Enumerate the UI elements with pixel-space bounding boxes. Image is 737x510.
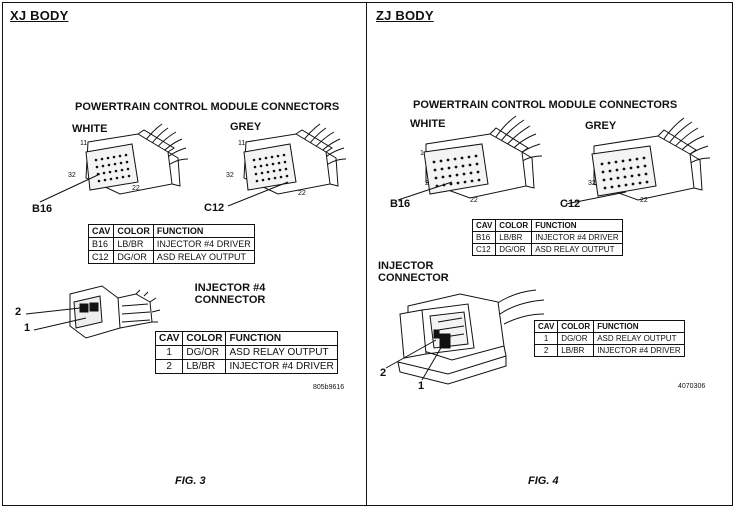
table-cell: DG/OR	[113, 250, 154, 264]
table-row: 1 DG/OR ASD RELAY OUTPUT	[154, 345, 338, 360]
table-cell: DG/OR	[557, 332, 595, 345]
injector-pin-2-xj: 2	[15, 306, 22, 318]
panel-title-zj: ZJ BODY	[376, 8, 434, 23]
grey-small-1-zj: 32	[588, 180, 596, 187]
table-cell: INJECTOR #4 DRIVER	[225, 359, 338, 374]
panel-divider	[366, 2, 367, 506]
table-cell: ASD RELAY OUTPUT	[593, 332, 685, 345]
injector-heading-line2-zj: CONNECTOR	[378, 272, 449, 284]
table-header-cell: COLOR	[182, 331, 227, 346]
white-small-1-xj: 11	[80, 140, 88, 147]
table-header-row: CAV COLOR FUNCTION	[154, 331, 338, 346]
table-header-cell: COLOR	[495, 219, 533, 232]
white-small-2-zj: 2	[425, 180, 429, 187]
pcm-cav-table-xj: CAV COLOR FUNCTION B16 LB/BR INJECTOR #4…	[87, 224, 255, 264]
table-cell: LB/BR	[182, 359, 227, 374]
grey-label-zj: GREY	[585, 120, 617, 132]
table-cell: B16	[87, 237, 115, 251]
table-cell: 2	[154, 359, 184, 374]
pcm-white-connector-illustration-xj	[39, 123, 189, 203]
white-label-zj: WHITE	[410, 118, 446, 130]
grey-small-2-xj: 32	[226, 172, 234, 179]
injector-pin-1-zj: 1	[418, 380, 425, 392]
table-cell: LB/BR	[113, 237, 154, 251]
table-row: C12 DG/OR ASD RELAY OUTPUT	[87, 250, 255, 264]
table-cell: INJECTOR #4 DRIVER	[152, 237, 255, 251]
table-cell: LB/BR	[495, 231, 533, 244]
table-header-row: CAV COLOR FUNCTION	[87, 224, 255, 238]
table-cell: ASD RELAY OUTPUT	[531, 243, 623, 256]
panel-title-xj: XJ BODY	[10, 8, 69, 23]
table-cell: B16	[471, 231, 497, 244]
table-header-cell: CAV	[154, 331, 184, 346]
pcm-grey-connector-illustration-xj	[227, 123, 347, 207]
grey-pin-label-xj: C12	[204, 202, 225, 214]
table-cell: DG/OR	[182, 345, 227, 360]
table-cell: INJECTOR #4 DRIVER	[593, 344, 685, 357]
white-label-xj: WHITE	[72, 123, 108, 135]
part-code-xj: 805b9616	[313, 384, 345, 391]
table-header-cell: FUNCTION	[531, 219, 623, 232]
pcm-white-connector-illustration-zj	[397, 115, 543, 201]
table-header-cell: FUNCTION	[152, 224, 255, 238]
white-small-3-xj: 22	[132, 185, 140, 192]
injector-pin-1-xj: 1	[24, 322, 31, 334]
table-header-cell: FUNCTION	[593, 320, 685, 333]
pcm-heading-zj: POWERTRAIN CONTROL MODULE CONNECTORS	[413, 99, 678, 111]
injector-heading-line2-xj: CONNECTOR	[194, 294, 266, 306]
injector-connector-illustration-zj	[385, 289, 545, 385]
table-row: 1 DG/OR ASD RELAY OUTPUT	[533, 332, 685, 345]
white-small-3-zj: 22	[470, 197, 478, 204]
table-header-cell: CAV	[533, 320, 559, 333]
table-cell: INJECTOR #4 DRIVER	[531, 231, 623, 244]
white-pin-label-zj: B16	[390, 198, 411, 210]
white-small-2-xj: 32	[68, 172, 76, 179]
injector-connector-illustration-xj	[25, 285, 161, 339]
grey-small-1-xj: 11	[238, 140, 246, 147]
table-header-cell: CAV	[87, 224, 115, 238]
table-cell: 1	[154, 345, 184, 360]
grey-pin-label-zj: C12	[560, 198, 581, 210]
grey-label-xj: GREY	[230, 121, 262, 133]
injector-heading-line1-zj: INJECTOR	[378, 260, 434, 272]
pcm-heading-xj: POWERTRAIN CONTROL MODULE CONNECTORS	[75, 101, 340, 113]
grey-small-3-xj: 22	[298, 190, 306, 197]
grey-small-2-zj: 22	[640, 197, 648, 204]
table-row: B16 LB/BR INJECTOR #4 DRIVER	[87, 237, 255, 251]
table-row: 2 LB/BR INJECTOR #4 DRIVER	[533, 344, 685, 357]
table-header-cell: CAV	[471, 219, 497, 232]
table-header-cell: COLOR	[557, 320, 595, 333]
table-cell: LB/BR	[557, 344, 595, 357]
injector-heading-line1-xj: INJECTOR #4	[194, 282, 266, 294]
part-code-zj: 4070306	[678, 383, 706, 390]
table-cell: ASD RELAY OUTPUT	[225, 345, 338, 360]
injector-cav-table-zj: CAV COLOR FUNCTION 1 DG/OR ASD RELAY OUT…	[533, 320, 685, 357]
white-small-1-zj: 1	[420, 150, 424, 157]
table-header-cell: FUNCTION	[225, 331, 338, 346]
table-cell: ASD RELAY OUTPUT	[152, 250, 255, 264]
pcm-grey-connector-illustration-zj	[565, 117, 711, 205]
figure-caption-zj: FIG. 4	[528, 475, 559, 487]
injector-pin-2-zj: 2	[380, 367, 387, 379]
table-row: C12 DG/OR ASD RELAY OUTPUT	[471, 243, 623, 256]
table-cell: 1	[533, 332, 559, 345]
white-pin-label-xj: B16	[32, 203, 53, 215]
injector-cav-table-xj: CAV COLOR FUNCTION 1 DG/OR ASD RELAY OUT…	[154, 331, 338, 374]
table-row: 2 LB/BR INJECTOR #4 DRIVER	[154, 359, 338, 374]
table-cell: C12	[87, 250, 115, 264]
table-header-row: CAV COLOR FUNCTION	[533, 320, 685, 333]
pcm-cav-table-zj: CAV COLOR FUNCTION B16 LB/BR INJECTOR #4…	[471, 219, 623, 256]
table-cell: 2	[533, 344, 559, 357]
figure-caption-xj: FIG. 3	[175, 475, 206, 487]
table-cell: C12	[471, 243, 497, 256]
table-header-row: CAV COLOR FUNCTION	[471, 219, 623, 232]
table-row: B16 LB/BR INJECTOR #4 DRIVER	[471, 231, 623, 244]
table-header-cell: COLOR	[113, 224, 154, 238]
table-cell: DG/OR	[495, 243, 533, 256]
